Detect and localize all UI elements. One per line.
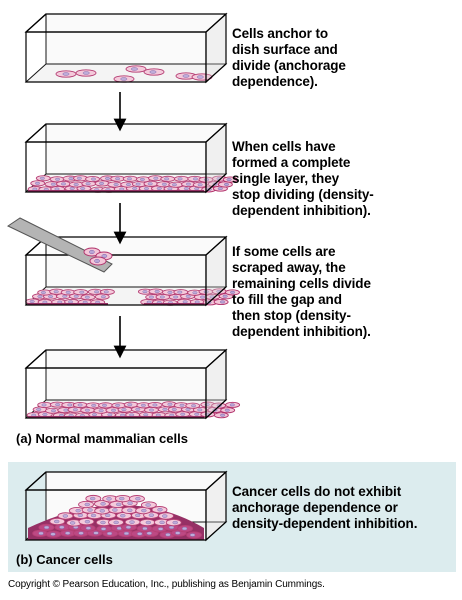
cell (128, 495, 145, 503)
cell-layer (55, 65, 213, 83)
cell (111, 402, 127, 409)
cell (151, 506, 168, 514)
cell-layer (25, 288, 240, 306)
cell (73, 289, 89, 296)
cell (185, 402, 201, 409)
caption-cancer: Cancer cells do not exhibit anchorage de… (232, 484, 418, 531)
cell (49, 517, 66, 526)
cell (37, 401, 53, 408)
cell (38, 523, 55, 532)
cell-layer (26, 401, 241, 419)
cell (140, 501, 157, 509)
copyright-notice: Copyright © Pearson Education, Inc., pub… (8, 579, 325, 590)
cell (222, 176, 238, 183)
dish-anchorage (24, 12, 228, 84)
cell (225, 401, 241, 408)
cell (61, 401, 77, 408)
cell (186, 531, 202, 539)
cell (173, 402, 189, 409)
cell (148, 175, 163, 182)
cell (85, 494, 102, 503)
scraper-tool (6, 217, 113, 273)
cell (125, 65, 147, 73)
cell (102, 495, 119, 503)
cell (173, 289, 189, 296)
cell (124, 518, 141, 526)
cell (192, 406, 208, 413)
cell (225, 289, 240, 296)
cell (217, 181, 233, 188)
cell (107, 181, 123, 188)
cell (45, 407, 60, 414)
caption-step3: If some cells are scraped away, the rema… (232, 244, 371, 339)
cell (136, 402, 152, 409)
cell (49, 176, 65, 183)
cell (89, 256, 107, 266)
cell (78, 517, 95, 526)
cell (30, 180, 46, 187)
cell (85, 176, 101, 183)
cell (187, 175, 203, 182)
cell (98, 402, 114, 409)
dish-cancer (24, 470, 228, 542)
cell (108, 518, 124, 527)
cell (165, 518, 182, 527)
cell (220, 407, 236, 414)
cell (187, 289, 203, 296)
caption-step2: When cells have formed a complete single… (232, 139, 374, 218)
cell (75, 69, 97, 77)
cell (177, 524, 194, 533)
cell (143, 68, 165, 76)
cell (94, 180, 110, 187)
cell (45, 530, 62, 538)
cell (83, 247, 101, 257)
label-normal-cells: (a) Normal mammalian cells (16, 431, 188, 446)
cell (213, 298, 229, 306)
cell (122, 175, 138, 182)
cell (175, 72, 197, 80)
cell (153, 518, 170, 527)
cell (87, 288, 103, 295)
cell (213, 412, 229, 419)
cell (192, 181, 208, 188)
cell (94, 507, 111, 515)
cell-layer (28, 494, 204, 540)
label-cancer-cells: (b) Cancer cells (16, 552, 113, 567)
cell (173, 175, 189, 182)
cell (147, 401, 163, 409)
dish-refilled (24, 348, 241, 420)
cell (94, 293, 110, 300)
cell (113, 75, 135, 83)
cell (158, 512, 174, 520)
dish-monolayer (24, 122, 238, 194)
cell (160, 175, 176, 182)
cell (78, 500, 95, 509)
cell (156, 181, 172, 188)
cell-layer (27, 175, 238, 193)
caption-step1: Cells anchor to dish surface and divide … (232, 26, 346, 89)
cell (73, 175, 88, 182)
cell (99, 288, 115, 295)
scraped-cells (83, 247, 113, 266)
cell (135, 506, 152, 515)
